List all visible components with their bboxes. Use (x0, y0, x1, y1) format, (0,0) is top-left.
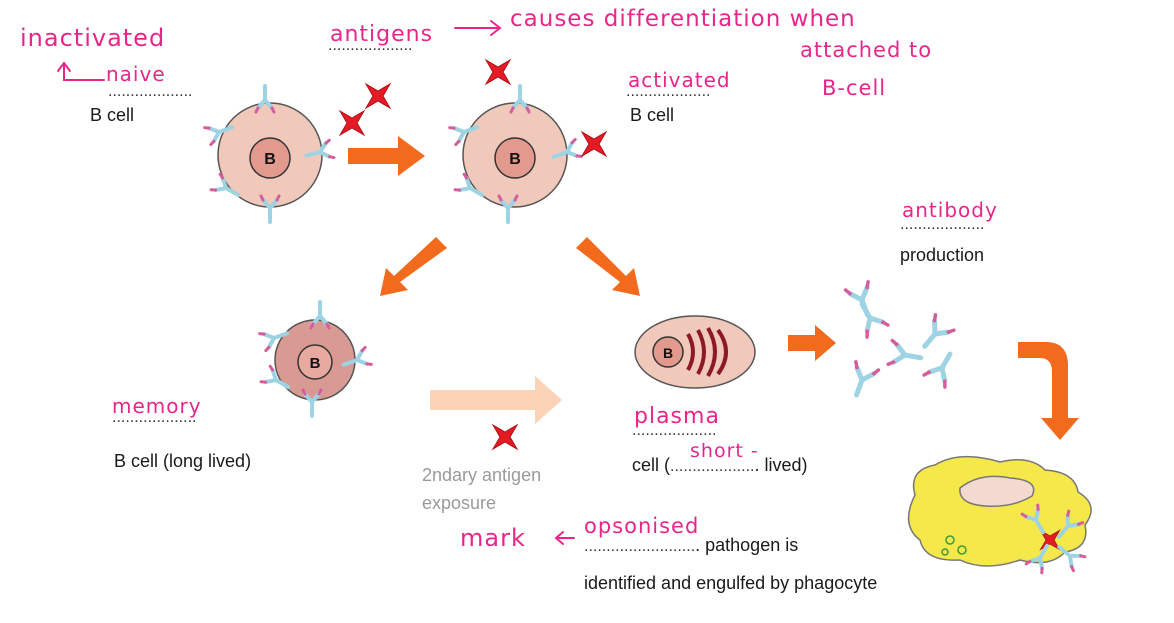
arrow-icon (430, 376, 562, 424)
handwritten-causes-note: causes differentiation when (510, 6, 856, 32)
handwritten-arrow-icon (554, 531, 575, 545)
plasma-cell-label: cell (.................... lived) (632, 454, 808, 476)
free-antibodies (845, 282, 960, 399)
naive-b-cell-label: B cell (90, 105, 135, 125)
phagocyte-caption: identified and engulfed by phagocyte (584, 573, 878, 593)
nucleus-letter: B (663, 345, 673, 361)
arrow-icon (380, 237, 447, 296)
arrow-icon (788, 325, 836, 361)
blank-naive: ................... (108, 83, 193, 100)
nucleus-letter: B (310, 355, 321, 372)
arrow-icon (1018, 342, 1079, 440)
handwritten-inactivated: inactivated (20, 24, 166, 52)
memory-b-cell: B (257, 300, 374, 418)
handwritten-b-cell: B-cell (822, 76, 887, 100)
blank-plasma: ................... (632, 422, 717, 439)
handwritten-activated: activated (628, 68, 731, 92)
pathogen-suffix: . pathogen is (695, 535, 799, 555)
antigen-icon (485, 59, 511, 85)
antigen-icon (492, 424, 518, 450)
antibody-production-label: production (900, 245, 985, 265)
antigen-icon (581, 131, 607, 157)
handwritten-naive: naive (106, 62, 166, 86)
handwritten-plasma: plasma (634, 404, 720, 429)
opsonised-pathogen-label: .......................... pathogen is (584, 534, 798, 556)
activated-b-cell: B (447, 84, 584, 224)
arrow-icon (348, 136, 425, 176)
handwritten-arrow-icon (454, 20, 502, 36)
naive-b-cell: B (202, 84, 336, 224)
memory-b-cell-label: B cell (long lived) (114, 451, 252, 471)
plasma-prefix: cell ( (632, 455, 671, 475)
handwritten-mark: mark (460, 524, 526, 552)
nucleus-letter: B (264, 151, 276, 168)
nucleus-letter: B (509, 151, 521, 168)
blank-antigens: ................... (328, 37, 413, 54)
blank-antibody: ................... (900, 216, 985, 233)
handwritten-antibody: antibody (902, 198, 998, 222)
handwritten-opsonised: opsonised (584, 514, 700, 538)
antigen-icon (339, 110, 365, 136)
handwritten-memory: memory (112, 394, 202, 418)
handwritten-arrow-icon (57, 61, 105, 81)
blank-memory: ................... (112, 409, 197, 426)
plasma-suffix: . lived) (754, 455, 808, 475)
antigen-icon (365, 83, 391, 109)
blank-short: ................... (670, 458, 755, 475)
phagocyte (907, 455, 1092, 575)
blank-activated: ................... (626, 83, 711, 100)
handwritten-attached-to: attached to (800, 38, 933, 62)
blank-opsonised: ......................... (584, 538, 696, 555)
secondary-exposure-line2: exposure (422, 493, 497, 513)
handwritten-short: short - (690, 440, 759, 462)
activated-b-cell-label: B cell (630, 105, 675, 125)
plasma-cell: B (634, 315, 756, 389)
arrow-icon (576, 237, 640, 296)
secondary-exposure-line1: 2ndary antigen (422, 465, 542, 485)
handwritten-antigens: antigens (330, 22, 434, 47)
